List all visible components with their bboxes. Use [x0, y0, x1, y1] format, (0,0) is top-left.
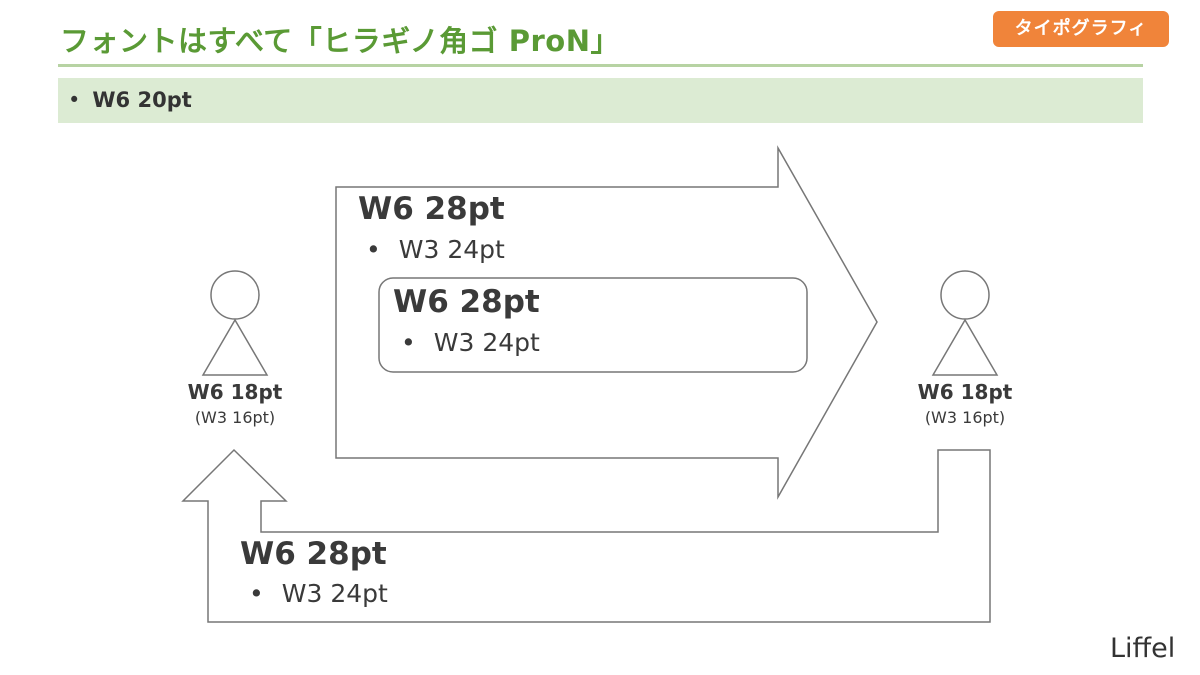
title-divider — [58, 64, 1143, 67]
upper-arrow-heading: W6 28pt — [358, 191, 505, 227]
upper-arrow-bullet: • — [366, 235, 381, 264]
person-right-sublabel: (W3 16pt) — [924, 408, 1006, 427]
lower-arrow-body: W3 24pt — [281, 579, 388, 608]
person-right-icon — [931, 270, 999, 376]
inner-box-bullet: • — [401, 328, 416, 357]
lower-arrow-bullet: • — [249, 579, 264, 608]
inner-rounded-box — [378, 277, 808, 373]
inner-box-heading: W6 28pt — [393, 284, 540, 320]
person-left-sublabel: (W3 16pt) — [194, 408, 276, 427]
subheading-text: W6 20pt — [92, 88, 192, 112]
brand-logo: Liffel — [1110, 633, 1176, 664]
lower-arrow-shape — [181, 448, 991, 623]
page-title: フォントはすべて「ヒラギノ角ゴ ProN」 — [60, 24, 620, 58]
lower-arrow-body-line: • W3 24pt — [249, 579, 388, 608]
lower-arrow-heading: W6 28pt — [240, 536, 387, 572]
person-right-label: W6 18pt — [917, 380, 1013, 404]
subheading-band: • W6 20pt — [58, 78, 1143, 123]
inner-box-body: W3 24pt — [433, 328, 540, 357]
person-left-label: W6 18pt — [187, 380, 283, 404]
person-left-icon — [201, 270, 269, 376]
upper-arrow-body: W3 24pt — [398, 235, 505, 264]
category-tag: タイポグラフィ — [993, 11, 1169, 47]
inner-box-body-line: • W3 24pt — [401, 328, 540, 357]
upper-arrow-body-line: • W3 24pt — [366, 235, 505, 264]
subheading-bullet: • — [68, 88, 81, 112]
